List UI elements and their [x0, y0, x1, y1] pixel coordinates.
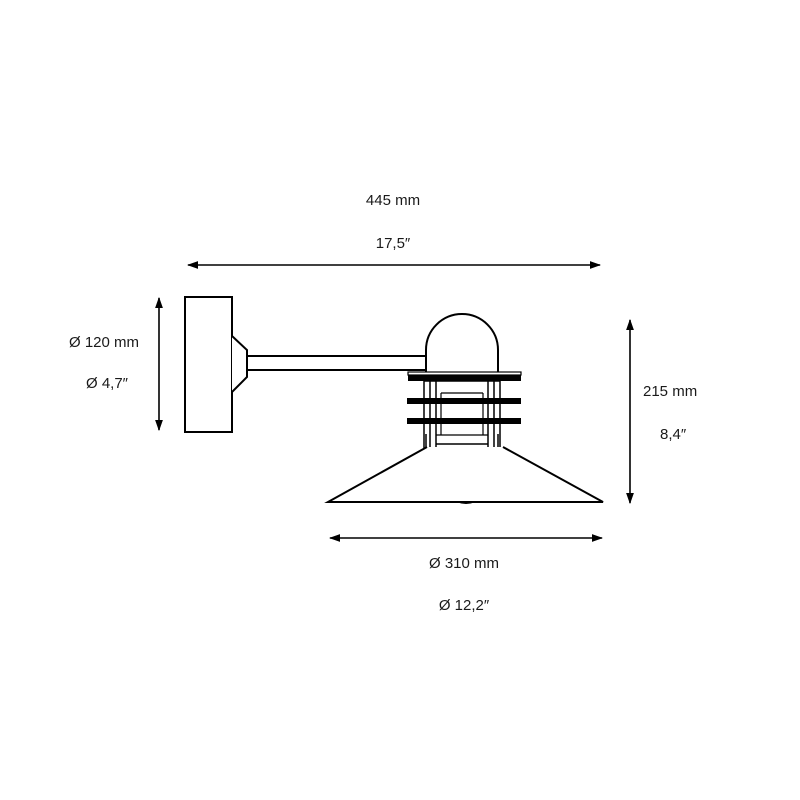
shade-diameter-metric-label: Ø 310 mm: [428, 555, 500, 572]
overall-width-metric-label: 445 mm: [365, 192, 421, 209]
wall-plate-imperial-label: Ø 4,7″: [86, 375, 128, 392]
overall-width-imperial-label: 17,5″: [375, 235, 411, 252]
lamp-louvres: [407, 371, 522, 456]
wall-plate: [184, 296, 248, 433]
lamp-arm: [246, 355, 428, 371]
shade-diameter-imperial-label: Ø 12,2″: [438, 597, 490, 614]
lamp-shade: [324, 446, 604, 504]
height-metric-label: 215 mm: [643, 383, 698, 400]
wall-plate-metric-label: Ø 120 mm: [69, 334, 140, 351]
height-imperial-label: 8,4″: [660, 426, 687, 443]
lamp-dome: [425, 313, 499, 372]
